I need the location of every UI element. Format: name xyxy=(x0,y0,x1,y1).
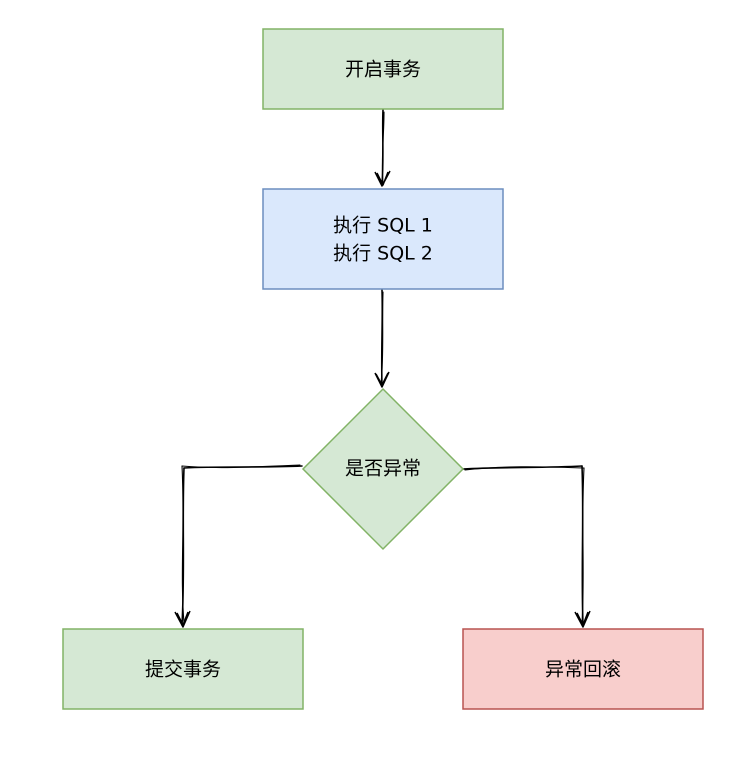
node-rollback-transaction-box xyxy=(462,628,704,710)
node-start-transaction-label: 开启事务 xyxy=(345,59,421,81)
node-start-transaction: 开启事务 xyxy=(262,28,504,110)
node-rollback-transaction-label: 异常回滚 xyxy=(545,659,621,681)
edge-execute-to-decision xyxy=(374,289,390,388)
node-start-transaction-box xyxy=(262,28,504,110)
node-decision-exception-label: 是否异常 xyxy=(345,458,421,480)
node-rollback-transaction: 异常回滚 xyxy=(462,628,704,710)
node-commit-transaction-box xyxy=(62,628,304,710)
edge-decision-to-rollback xyxy=(462,465,591,628)
edge-start-to-execute xyxy=(374,109,391,187)
node-execute-sql-line1: 执行 SQL 1 xyxy=(333,215,433,237)
node-decision-exception-diamond xyxy=(301,387,465,551)
node-commit-transaction-label: 提交事务 xyxy=(145,659,221,681)
node-execute-sql: 执行 SQL 1 执行 SQL 2 xyxy=(262,188,504,290)
node-execute-sql-line2: 执行 SQL 2 xyxy=(333,243,433,265)
node-decision-exception: 是否异常 xyxy=(301,387,465,551)
edge-decision-to-commit xyxy=(174,464,303,628)
node-execute-sql-box xyxy=(262,188,504,290)
node-commit-transaction: 提交事务 xyxy=(62,628,304,710)
